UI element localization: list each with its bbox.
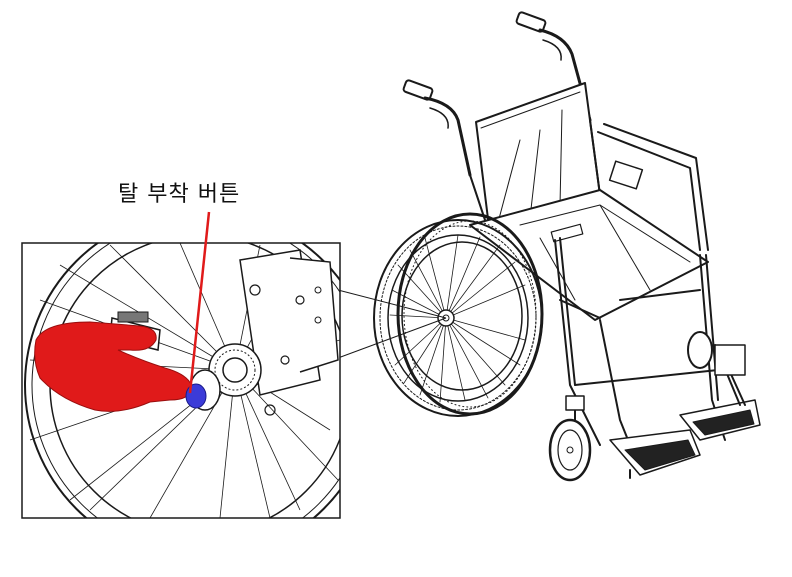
push-handles: [402, 11, 592, 177]
release-button-icon[interactable]: [185, 383, 207, 409]
footrests: [609, 344, 761, 479]
zoom-connector-lines: [337, 289, 447, 359]
hub-closeup-inset: [21, 242, 341, 519]
callout-label: 탈 부착 버튼: [118, 182, 241, 207]
wheelchair-illustration: [373, 11, 761, 482]
rear-tire: [396, 212, 544, 416]
seat: [469, 189, 709, 321]
caster-wheel: [548, 331, 713, 482]
armrest: [597, 123, 709, 251]
hand-illustration: [34, 321, 193, 412]
callout-line: [188, 211, 211, 394]
